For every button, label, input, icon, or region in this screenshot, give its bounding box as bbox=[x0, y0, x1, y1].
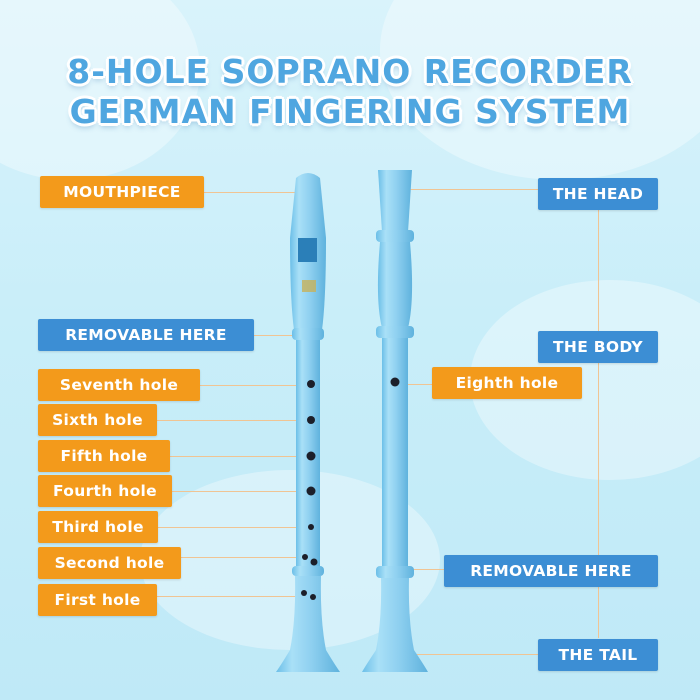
label-the-body: THE BODY bbox=[538, 331, 658, 363]
hole-first-b bbox=[310, 594, 316, 600]
connector-line bbox=[254, 335, 298, 336]
label-second-hole: Second hole bbox=[38, 547, 181, 579]
connector-line bbox=[410, 189, 538, 190]
label-eighth-hole: Eighth hole bbox=[432, 367, 582, 399]
connector-line bbox=[200, 385, 312, 386]
back-recorder bbox=[362, 170, 428, 672]
hole-eighth bbox=[390, 377, 400, 387]
label-sixth-hole: Sixth hole bbox=[38, 404, 157, 436]
connector-line bbox=[404, 569, 444, 570]
connector-line bbox=[181, 557, 303, 558]
page-title-line2: GERMAN FINGERING SYSTEM bbox=[69, 92, 631, 131]
label-the-tail: THE TAIL bbox=[538, 639, 658, 671]
label-third-hole: Third hole bbox=[38, 511, 158, 543]
hole-third bbox=[308, 524, 314, 530]
connector-line bbox=[410, 654, 538, 655]
hole-first-a bbox=[301, 590, 307, 596]
connector-line bbox=[172, 491, 312, 492]
connector-line bbox=[204, 192, 300, 193]
bracket-line bbox=[598, 363, 599, 555]
connector-line bbox=[397, 384, 432, 385]
hole-second-a bbox=[302, 554, 308, 560]
connector-line bbox=[157, 420, 312, 421]
page-title-line1: 8-HOLE SOPRANO RECORDER bbox=[67, 52, 633, 91]
hole-seventh bbox=[307, 380, 315, 388]
hole-sixth bbox=[307, 416, 315, 424]
hole-second-b bbox=[310, 558, 318, 566]
hole-fourth bbox=[306, 486, 316, 496]
label-first-hole: First hole bbox=[38, 584, 157, 616]
bracket-line bbox=[598, 586, 599, 638]
label-the-head: THE HEAD bbox=[538, 178, 658, 210]
brand-mark bbox=[302, 280, 316, 292]
front-recorder bbox=[276, 173, 340, 672]
label-fourth-hole: Fourth hole bbox=[38, 475, 172, 507]
label-removable-here-left: REMOVABLE HERE bbox=[38, 319, 254, 351]
bracket-line bbox=[598, 210, 599, 331]
connector-line bbox=[170, 456, 312, 457]
hole-fifth bbox=[306, 451, 316, 461]
connector-line bbox=[157, 596, 296, 597]
label-seventh-hole: Seventh hole bbox=[38, 369, 200, 401]
label-fifth-hole: Fifth hole bbox=[38, 440, 170, 472]
window-opening bbox=[298, 238, 317, 262]
label-mouthpiece: MOUTHPIECE bbox=[40, 176, 204, 208]
label-removable-here-right: REMOVABLE HERE bbox=[444, 555, 658, 587]
connector-line bbox=[158, 527, 312, 528]
